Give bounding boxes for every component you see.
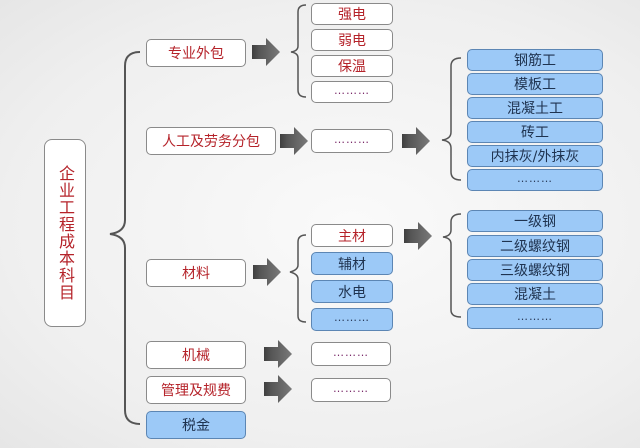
- labor-brace: [441, 57, 462, 181]
- category-label: 管理及规费: [161, 383, 231, 399]
- category-label: 税金: [182, 418, 210, 434]
- arrow-icon: [252, 38, 280, 66]
- main-material: 三级螺纹钢: [467, 259, 603, 281]
- main-material: 二级螺纹钢: [467, 235, 603, 257]
- item-label: ………: [334, 132, 370, 146]
- subcontract-item: 保温: [311, 55, 393, 77]
- category-machinery: 机械: [146, 341, 246, 369]
- item-label: ………: [333, 345, 369, 359]
- material-item: 水电: [311, 280, 393, 303]
- arrow-icon: [280, 127, 308, 155]
- material-brace: [289, 234, 307, 323]
- item-label: 混凝土工: [507, 101, 563, 117]
- labor-type: 混凝土工: [467, 97, 603, 119]
- arrow-icon: [253, 258, 281, 286]
- labor-type: 模板工: [467, 73, 603, 95]
- arrow-icon: [402, 127, 430, 155]
- subcontract-item: 弱电: [311, 29, 393, 51]
- item-label: ………: [334, 83, 370, 97]
- main-material: 混凝土: [467, 283, 603, 305]
- item-label: ………: [517, 309, 553, 323]
- item-label: 内抹灰/外抹灰: [490, 149, 580, 165]
- category-label: 机械: [182, 348, 210, 364]
- item-label: 保温: [338, 59, 366, 75]
- main-material: ………: [467, 307, 603, 329]
- item-label: ………: [517, 171, 553, 185]
- item-label: ………: [333, 381, 369, 395]
- root-brace: [109, 51, 141, 425]
- category-label: 材料: [182, 266, 210, 282]
- item-label: 辅材: [338, 256, 366, 273]
- root-node: 企业工程成本科目: [44, 139, 86, 327]
- arrow-icon: [404, 222, 432, 250]
- category-subcontract: 专业外包: [146, 39, 246, 67]
- subcontract-item: 强电: [311, 3, 393, 25]
- material-item: ………: [311, 308, 393, 331]
- labor-type: ………: [467, 169, 603, 191]
- arrow-icon: [264, 340, 292, 368]
- category-label: 人工及劳务分包: [162, 134, 260, 150]
- item-label: 弱电: [338, 33, 366, 49]
- subcontract-brace: [290, 4, 307, 98]
- subcontract-item: ………: [311, 81, 393, 103]
- item-label: 模板工: [514, 77, 556, 93]
- material-item: 辅材: [311, 252, 393, 275]
- labor-type: 内抹灰/外抹灰: [467, 145, 603, 167]
- category-tax: 税金: [146, 411, 246, 439]
- item-label: 主材: [338, 228, 366, 245]
- labor-type: 砖工: [467, 121, 603, 143]
- machinery-item: ………: [311, 342, 391, 366]
- category-materials: 材料: [146, 259, 246, 287]
- item-label: 二级螺纹钢: [500, 239, 570, 255]
- root-label: 企业工程成本科目: [56, 165, 75, 301]
- management-item: ………: [311, 378, 391, 402]
- main-material-brace: [442, 213, 462, 318]
- item-label: 强电: [338, 7, 366, 23]
- category-management: 管理及规费: [146, 376, 246, 404]
- labor-type: 钢筋工: [467, 49, 603, 71]
- item-label: 一级钢: [514, 214, 556, 230]
- material-item: 主材: [311, 224, 393, 247]
- category-label: 专业外包: [168, 46, 224, 62]
- main-material: 一级钢: [467, 210, 603, 232]
- arrow-icon: [264, 375, 292, 403]
- item-label: 混凝土: [514, 287, 556, 303]
- item-label: 砖工: [521, 125, 549, 141]
- item-label: 水电: [338, 284, 366, 301]
- item-label: 钢筋工: [514, 53, 556, 69]
- item-label: 三级螺纹钢: [500, 263, 570, 279]
- category-labor: 人工及劳务分包: [146, 127, 276, 155]
- item-label: ………: [334, 311, 370, 324]
- labor-item: ………: [311, 129, 393, 153]
